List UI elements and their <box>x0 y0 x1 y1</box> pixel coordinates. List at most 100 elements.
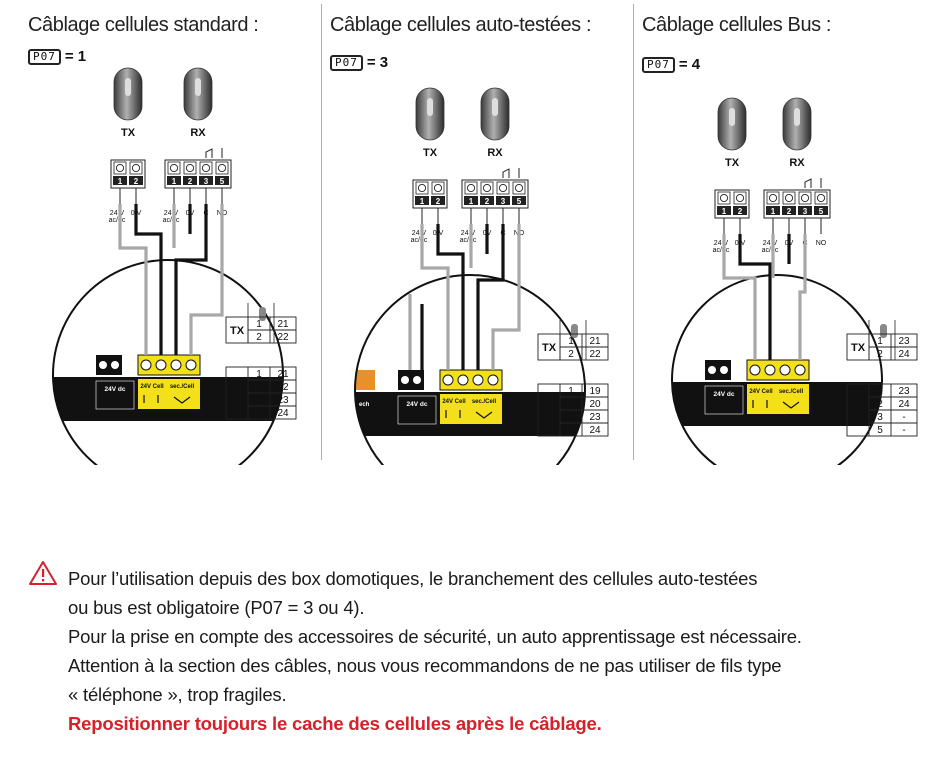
panel-title: Câblage cellules auto-testées : <box>330 14 592 36</box>
terminal-screw <box>115 163 125 173</box>
terminal-label-bg <box>431 196 445 205</box>
table-cell-board: 24 <box>589 425 601 436</box>
tx-cell-label: TX <box>121 127 136 139</box>
terminal-screw <box>816 193 826 203</box>
terminal-number: 3 <box>501 197 506 206</box>
terminal-number: 2 <box>188 177 193 186</box>
board-label: 24V dc <box>407 401 428 408</box>
terminal-screw <box>768 193 778 203</box>
terminal-screw-box <box>431 181 445 195</box>
table-cell-board: 22 <box>277 382 289 393</box>
tx-cell-lens <box>125 78 131 96</box>
connector-screw <box>99 361 107 369</box>
table-cell-terminal: 1 <box>877 336 883 347</box>
terminal-label-bg <box>480 196 494 205</box>
rx-table-label: RX <box>541 405 557 417</box>
signal-label-line: ac/dc <box>713 247 730 254</box>
rx-cell-lens <box>195 78 201 96</box>
param-code: P07 <box>330 54 363 71</box>
table-cell-terminal: 5 <box>877 425 883 436</box>
yellow-connector <box>137 354 201 376</box>
yellow-connector <box>746 359 810 381</box>
table-cell-board: 24 <box>277 408 289 419</box>
terminal-screw <box>185 163 195 173</box>
tx-table-label: TX <box>230 325 245 337</box>
terminal-screw <box>719 193 729 203</box>
terminal-number: 5 <box>517 197 522 206</box>
connector-screw <box>457 374 469 386</box>
board-symbol <box>752 400 800 409</box>
wire <box>476 224 505 370</box>
zoom-circle <box>354 274 586 465</box>
table-cell-board: 21 <box>277 369 289 380</box>
panel-title: Câblage cellules Bus : <box>642 14 832 36</box>
signal-label-line: ac/dc <box>163 217 180 224</box>
terminal-number: 1 <box>420 197 425 206</box>
table-cell-icon <box>571 324 578 338</box>
terminal-screw <box>201 163 211 173</box>
terminal-screw-box <box>717 191 731 205</box>
wire <box>436 224 465 370</box>
table-cell-terminal: 2 <box>256 382 262 393</box>
terminal-label-bg <box>512 196 526 205</box>
terminal-screw <box>482 183 492 193</box>
terminal-number: 1 <box>172 177 177 186</box>
signal-label-line: NO <box>816 240 827 247</box>
terminal-label-bg <box>496 196 510 205</box>
table-cell-terminal: 2 <box>568 349 574 360</box>
table-cell-board: 23 <box>277 395 289 406</box>
signal-label-line: 24 V <box>412 230 427 237</box>
terminal-number: 1 <box>771 207 776 216</box>
table-cell-terminal: 3 <box>877 412 883 423</box>
terminal-screw <box>131 163 141 173</box>
connector-screw <box>401 376 409 384</box>
label-box-yellow <box>747 384 809 414</box>
terminal-label-bg <box>766 206 780 215</box>
rx-cell-label: RX <box>487 147 503 159</box>
board-label: sec./Cell <box>779 389 804 395</box>
terminal-label-bg <box>782 206 796 215</box>
terminal-screw-box <box>113 161 127 175</box>
table-cell-board: 22 <box>277 332 289 343</box>
terminal-screw-box <box>766 191 780 205</box>
connector-screw <box>472 374 484 386</box>
connector-screw <box>185 359 197 371</box>
terminal-screw <box>498 183 508 193</box>
terminal-number: 5 <box>819 207 824 216</box>
table-cell-terminal: 1 <box>256 369 262 380</box>
signal-label-line: 24 V <box>110 210 125 217</box>
terminal-label-bg <box>798 206 812 215</box>
connector-screw <box>170 359 182 371</box>
connector-screw <box>764 364 776 376</box>
note-line: ou bus est obligatoire (P07 = 3 ou 4). <box>68 597 365 618</box>
terminal-screw-box <box>512 181 526 195</box>
rx-cell-label: RX <box>190 127 206 139</box>
label-box-yellow <box>440 394 502 424</box>
terminal-label-bg <box>183 176 197 185</box>
connector-screw <box>442 374 454 386</box>
param-indicator: P07 = 3 <box>330 54 388 71</box>
black-connector <box>705 360 731 380</box>
table-cell-board: 19 <box>589 386 601 397</box>
rx-table-label: RX <box>850 405 866 417</box>
terminal-screw-box <box>464 181 478 195</box>
table-cell-terminal: 1 <box>568 386 574 397</box>
table-cell-board: 22 <box>589 349 601 360</box>
board-label: 24V dc <box>714 391 735 398</box>
signal-label-line: 24 V <box>164 210 179 217</box>
separator-2 <box>633 4 634 460</box>
separator-1 <box>321 4 322 460</box>
wire <box>798 234 807 360</box>
orange-connector <box>355 370 375 390</box>
connector-screw <box>413 376 421 384</box>
terminal-label-bg <box>733 206 747 215</box>
terminal-number: 2 <box>787 207 792 216</box>
param-value: = 1 <box>64 48 87 65</box>
